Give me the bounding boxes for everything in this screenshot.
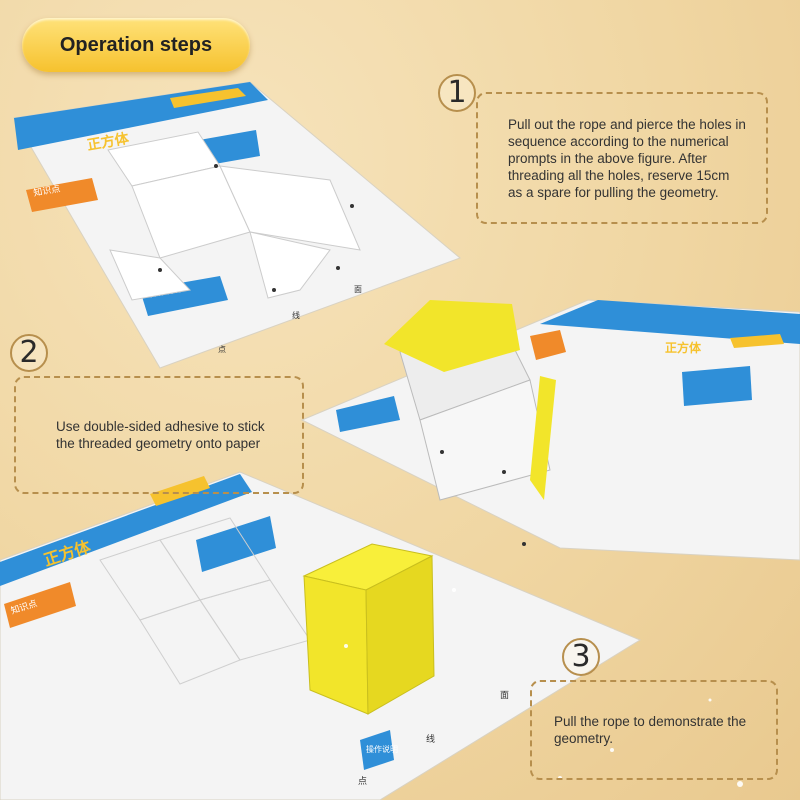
poster-3-axis-1: 点 [358,776,367,786]
poster-3-axis-2: 线 [426,733,435,744]
step-1-number: 1 [438,74,476,112]
poster-2-title: 正方体 [665,340,702,355]
step-2-number: 2 [10,334,48,372]
poster-3-instructions-label: 操作说明 [366,744,398,754]
step-2-text: Use double-sided adhesive to stick the t… [56,419,265,451]
poster-1: 正方体 知识点 操作说明 点 线 面 [13,81,461,369]
poster-1-axis-3: 面 [354,285,362,294]
poster-1-axis-1: 点 [218,345,226,354]
poster-1-knowledge-label: 知识点 [32,182,61,198]
poster-1-title: 正方体 [86,130,131,153]
operation-steps-title: Operation steps [22,18,250,72]
sparkles [344,588,743,787]
step-2-box: Use double-sided adhesive to stick the t… [14,376,304,494]
step-1-text: Pull out the rope and pierce the holes i… [508,116,746,200]
step-3-box: Pull the rope to demonstrate the geometr… [530,680,778,780]
poster-3-axis-3: 面 [500,690,509,700]
step-3-number: 3 [562,638,600,676]
poster-1-axis-2: 线 [292,310,300,320]
poster-3: 正方体 知识点 操作说明 点 线 面 [0,471,642,800]
poster-2: 正方体 [300,299,800,561]
step-3-text: Pull the rope to demonstrate the geometr… [554,714,747,746]
step-1-box: Pull out the rope and pierce the holes i… [476,92,768,224]
